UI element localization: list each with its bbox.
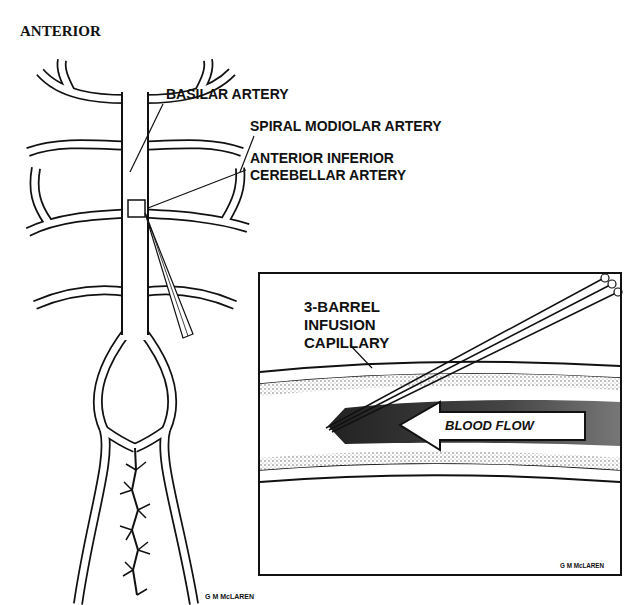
site-box: [128, 200, 145, 217]
leader-line: [130, 104, 163, 172]
capillary: [145, 213, 193, 338]
flow-label: BLOOD FLOW: [445, 418, 585, 434]
capillary-barrel: [146, 214, 188, 336]
artery-lumen: [28, 60, 248, 604]
barrel-end: [601, 274, 609, 282]
barrel-end: [608, 280, 616, 288]
flow-arrow: [400, 402, 585, 450]
basilar-lumen: [123, 88, 147, 340]
part-label: SPIRAL MODIOLAR ARTERY: [250, 118, 510, 135]
vessel-wall-shade: [260, 374, 620, 396]
artist-signature: G M McLAREN: [205, 593, 295, 601]
inset-panel: 3-BARREL INFUSION CAPILLARY BLOOD FLOW G M…: [258, 272, 622, 576]
orientation-label: ANTERIOR: [20, 22, 180, 40]
part-label: 3-BARREL INFUSION CAPILLARY: [304, 298, 404, 352]
vessel-wall: [260, 475, 620, 482]
artist-signature: G M McLAREN: [560, 562, 620, 570]
leader-line: [148, 170, 246, 208]
part-label: BASILAR ARTERY: [166, 86, 366, 103]
branch-strokes: [120, 462, 150, 595]
vessel-wall-shade: [260, 451, 620, 470]
part-label: ANTERIOR INFERIOR CEREBELLAR ARTERY: [250, 150, 420, 184]
artery-outline: [28, 60, 248, 604]
